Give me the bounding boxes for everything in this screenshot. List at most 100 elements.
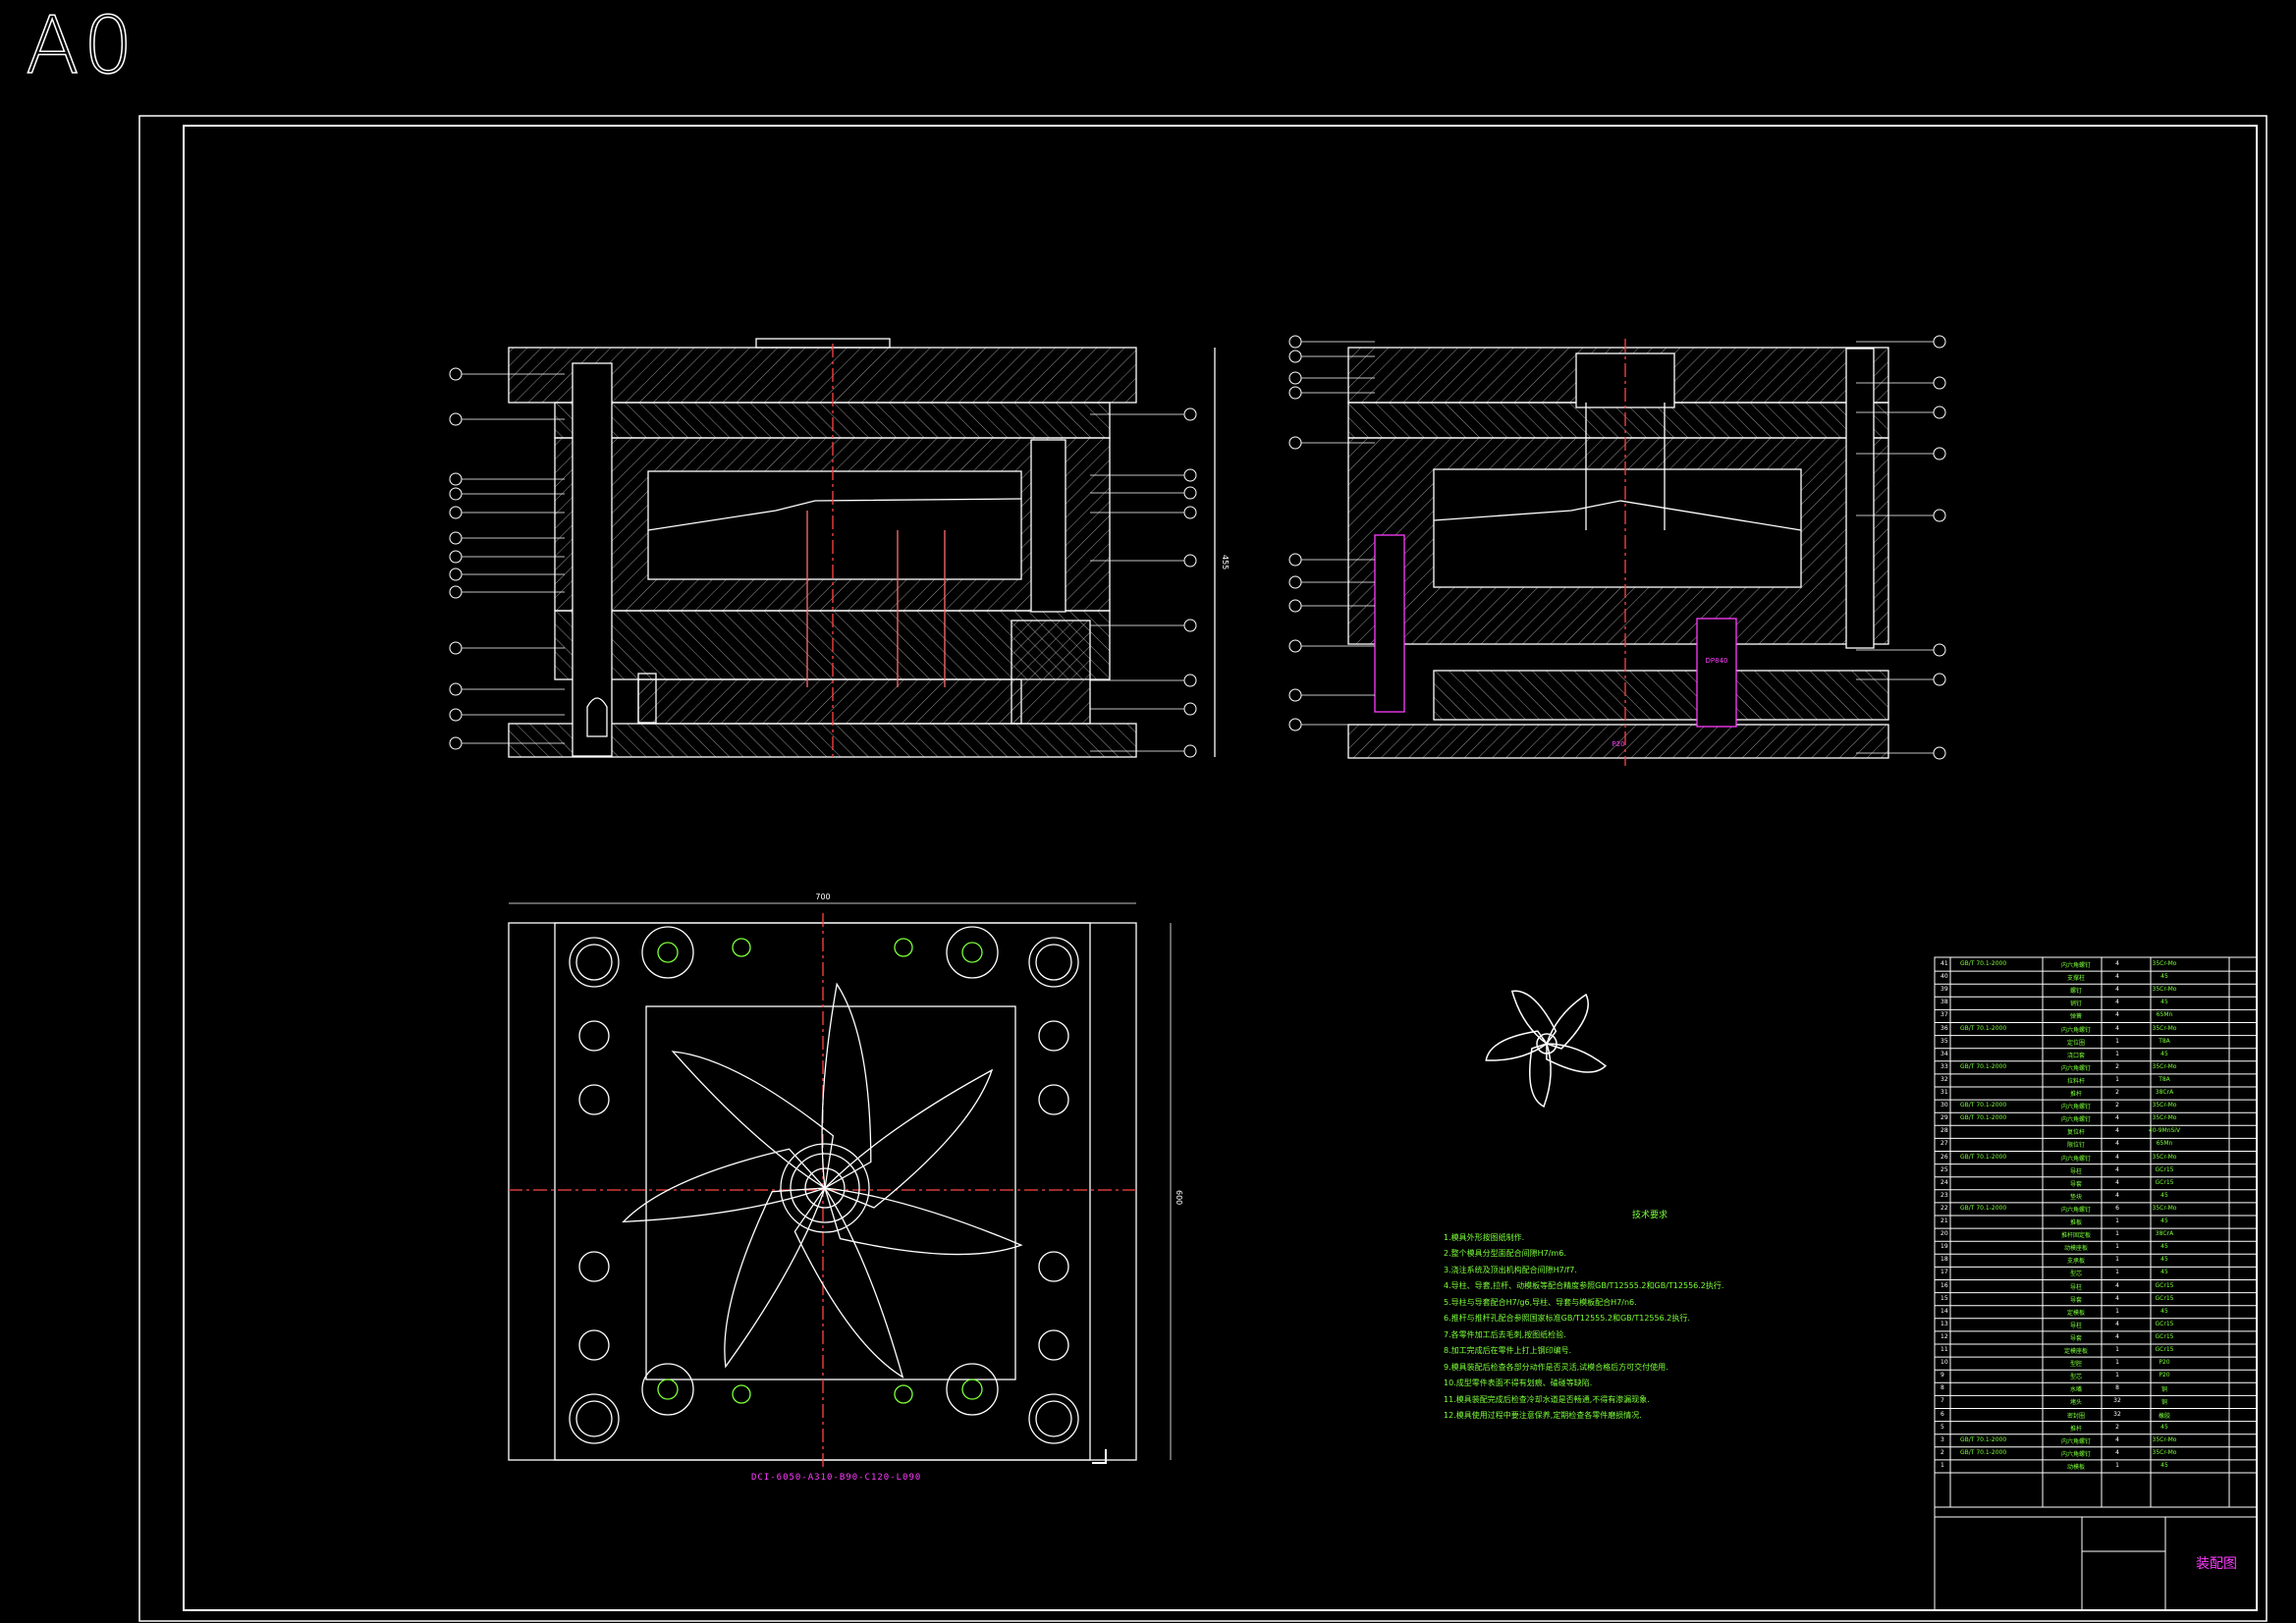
bom-cell-no: 24 <box>1941 1178 1948 1186</box>
bom-cell-no: 14 <box>1941 1307 1948 1315</box>
bom-cell-name: 内六角螺钉 <box>2060 962 2091 969</box>
bom-cell-name: 导套 <box>2069 1180 2082 1188</box>
bom-cell-mat: 35Cr-Mo <box>2152 1448 2177 1456</box>
bom-cell-std: GB/T 70.1-2000 <box>1960 1114 2007 1122</box>
plan-hole <box>578 1329 610 1361</box>
bom-cell-name: 推杆固定板 <box>2060 1232 2091 1240</box>
part-balloon <box>1288 386 1302 400</box>
title-block <box>1935 1506 2257 1610</box>
bom-cell-std: GB/T 70.1-2000 <box>1960 1153 2007 1161</box>
fan-blade-outline <box>724 1187 826 1369</box>
bom-cell-name: 内六角螺钉 <box>2060 1155 2091 1163</box>
bom-cell-no: 34 <box>1941 1050 1948 1057</box>
note-line: 6.推杆与推杆孔配合参照国家标准GB/T12555.2和GB/T12556.2执… <box>1444 1314 1690 1323</box>
fan-blade-outline <box>622 1148 827 1223</box>
plan-hole <box>1038 1329 1069 1361</box>
bom-cell-name: 型芯 <box>2069 1271 2082 1278</box>
bom-cell-mat: 35Cr-Mo <box>2152 1435 2177 1443</box>
bom-cell-mat: GCr15 <box>2155 1281 2174 1289</box>
bom-cell-no: 2 <box>1941 1448 1944 1456</box>
note-line: 3.浇注系统及顶出机构配合间隙H7/f7. <box>1444 1265 1577 1274</box>
part-balloon <box>449 736 463 750</box>
bom-cell-qty: 4 <box>2115 999 2119 1006</box>
bom-cell-mat: GCr15 <box>2155 1165 2174 1173</box>
part-balloon <box>449 585 463 599</box>
thumb-blade <box>1546 993 1589 1050</box>
bom-cell-std: GB/T 70.1-2000 <box>1960 1435 2007 1443</box>
bom-cell-qty: 4 <box>2115 1448 2119 1456</box>
bom-cell-name: 导套 <box>2069 1296 2082 1304</box>
bom-cell-no: 15 <box>1941 1294 1948 1302</box>
bom-cell-mat: 65Mn <box>2156 1140 2173 1148</box>
bom-cell-no: 33 <box>1941 1062 1948 1070</box>
bom-cell-qty: 4 <box>2115 1435 2119 1443</box>
bom-cell-name: 限位钉 <box>2066 1142 2085 1150</box>
bom-cell-std: GB/T 70.1-2000 <box>1960 1024 2007 1032</box>
bom-cell-name: 动模板 <box>2066 1463 2085 1471</box>
fan-blade-outline <box>821 982 872 1190</box>
bom-cell-no: 17 <box>1941 1269 1948 1276</box>
part-balloon <box>1933 643 1946 657</box>
bom-cell-mat: 45 <box>2160 973 2168 981</box>
plan-hole <box>1038 1020 1069 1052</box>
bom-cell-mat: T8A <box>2159 1037 2170 1045</box>
note-line: 7.各零件加工后去毛刺,按图纸检验. <box>1444 1329 1566 1339</box>
insert-label-b: P20 <box>1612 740 1624 748</box>
bom-cell-qty: 8 <box>2115 1384 2119 1392</box>
plan-hole <box>732 938 751 957</box>
plan-hole <box>578 1020 610 1052</box>
bom-cell-name: 内六角螺钉 <box>2060 1104 2091 1111</box>
bom-cell-qty: 1 <box>2115 1359 2119 1367</box>
bom-cell-name: 拉料杆 <box>2066 1077 2085 1085</box>
bom-cell-qty: 4 <box>2115 1011 2119 1019</box>
thumb-hub <box>1536 1033 1558 1055</box>
bom-cell-qty: 4 <box>2115 1294 2119 1302</box>
part-balloon <box>1288 718 1302 731</box>
bom-cell-std: GB/T 70.1-2000 <box>1960 960 2007 967</box>
thumb-blade <box>1510 990 1558 1046</box>
bom-cell-name: 推杆 <box>2069 1425 2082 1433</box>
note-line: 5.导柱与导套配合H7/g6,导柱、导套与模板配合H7/n6. <box>1444 1297 1637 1307</box>
part-balloon <box>1288 350 1302 363</box>
bom-cell-name: 支撑柱 <box>2066 975 2085 983</box>
bom-cell-mat: 65Mn <box>2156 1011 2173 1019</box>
bom-cell-mat: 40-9MnSiV <box>2148 1127 2181 1135</box>
bom-cell-name: 定模座板 <box>2063 1348 2088 1355</box>
part-balloon <box>1288 335 1302 349</box>
plan-hole <box>1038 1251 1069 1282</box>
note-line: 12.模具使用过程中要注意保养,定期检查各零件磨损情况. <box>1444 1411 1642 1420</box>
bom-cell-mat: 45 <box>2160 1269 2168 1276</box>
part-balloon <box>1933 673 1946 686</box>
bom-cell-no: 22 <box>1941 1204 1948 1212</box>
bom-cell-no: 25 <box>1941 1165 1948 1173</box>
bom-cell-mat: 35Cr-Mo <box>2152 960 2177 967</box>
bom-cell-no: 11 <box>1941 1346 1948 1353</box>
plan-hole <box>641 926 694 979</box>
bom-cell-qty: 1 <box>2115 1372 2119 1380</box>
bom-cell-qty: 4 <box>2115 1153 2119 1161</box>
bom-cell-no: 29 <box>1941 1114 1948 1122</box>
plan-hole <box>961 942 983 963</box>
bom-cell-mat: 铜 <box>2160 1399 2167 1407</box>
bom-cell-qty: 2 <box>2115 1089 2119 1096</box>
thumb-blade <box>1485 1030 1549 1061</box>
part-balloon <box>1183 468 1197 482</box>
inner-border <box>183 125 2258 1611</box>
bom-cell-no: 23 <box>1941 1191 1948 1199</box>
part-balloon <box>1183 702 1197 716</box>
fan-blade-outline <box>823 1068 994 1209</box>
bom-cell-name: 内六角螺钉 <box>2060 1026 2091 1034</box>
